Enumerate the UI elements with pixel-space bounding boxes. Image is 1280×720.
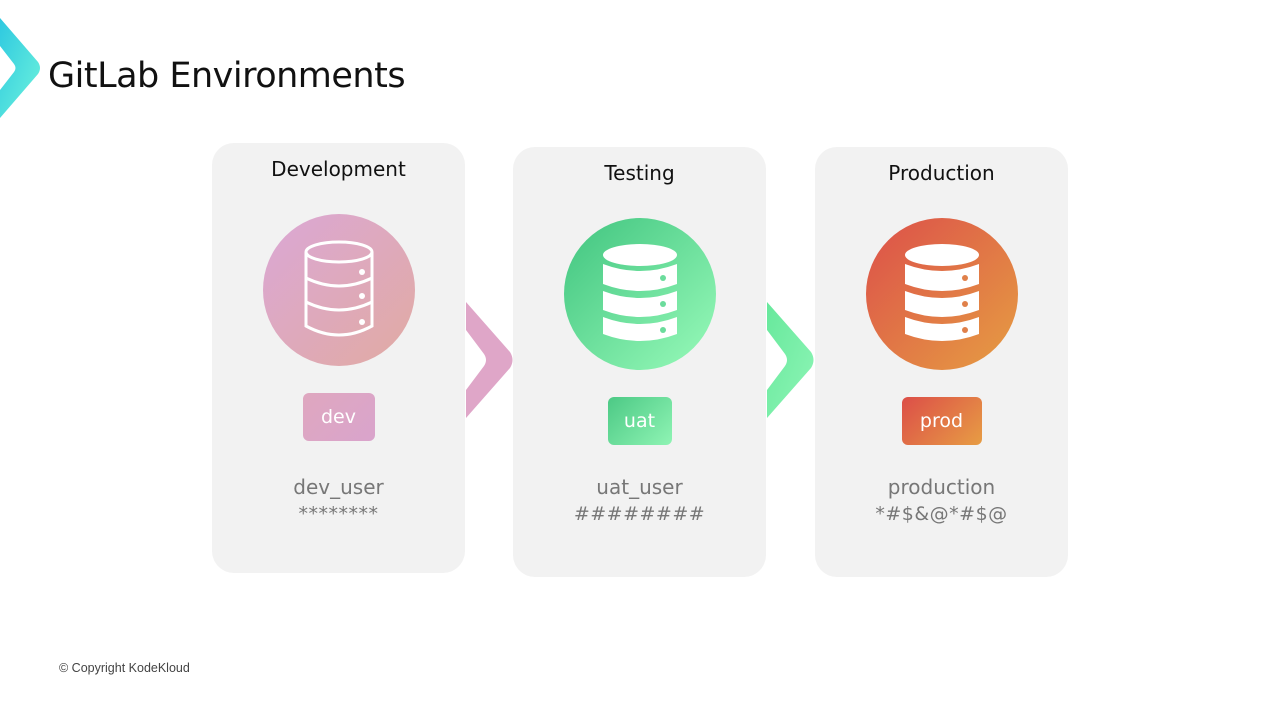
- environment-password: *#$&@*#$@: [875, 503, 1008, 525]
- database-icon-circle: [563, 218, 716, 370]
- environment-badge: dev: [302, 393, 375, 441]
- database-icon: [602, 244, 677, 341]
- environment-user: production: [887, 475, 996, 499]
- chevron-right-icon: [767, 302, 814, 418]
- logo-chevron-icon: [0, 18, 40, 118]
- environment-name: Production: [888, 161, 995, 185]
- environment-user: dev_user: [293, 475, 384, 499]
- page-title: GitLab Environments: [48, 56, 406, 96]
- database-icon: [904, 244, 979, 341]
- database-icon: [304, 240, 373, 337]
- environment-name: Development: [271, 157, 406, 181]
- chevron-right-icon: [466, 302, 513, 418]
- environment-card-testing: Testing uat uat_user ########: [513, 147, 766, 577]
- database-icon-circle: [865, 218, 1018, 370]
- database-icon-circle: [262, 214, 415, 366]
- environment-badge: uat: [607, 397, 672, 445]
- environment-card-development: Development dev dev_user ********: [212, 143, 465, 573]
- environment-badge: prod: [901, 397, 982, 445]
- copyright-text: © Copyright KodeKloud: [59, 661, 190, 675]
- environment-password: ########: [573, 503, 706, 525]
- environment-name: Testing: [604, 161, 675, 185]
- environment-card-production: Production prod production *#$&@*#$@: [815, 147, 1068, 577]
- environment-password: ********: [298, 503, 379, 525]
- environment-user: uat_user: [596, 475, 683, 499]
